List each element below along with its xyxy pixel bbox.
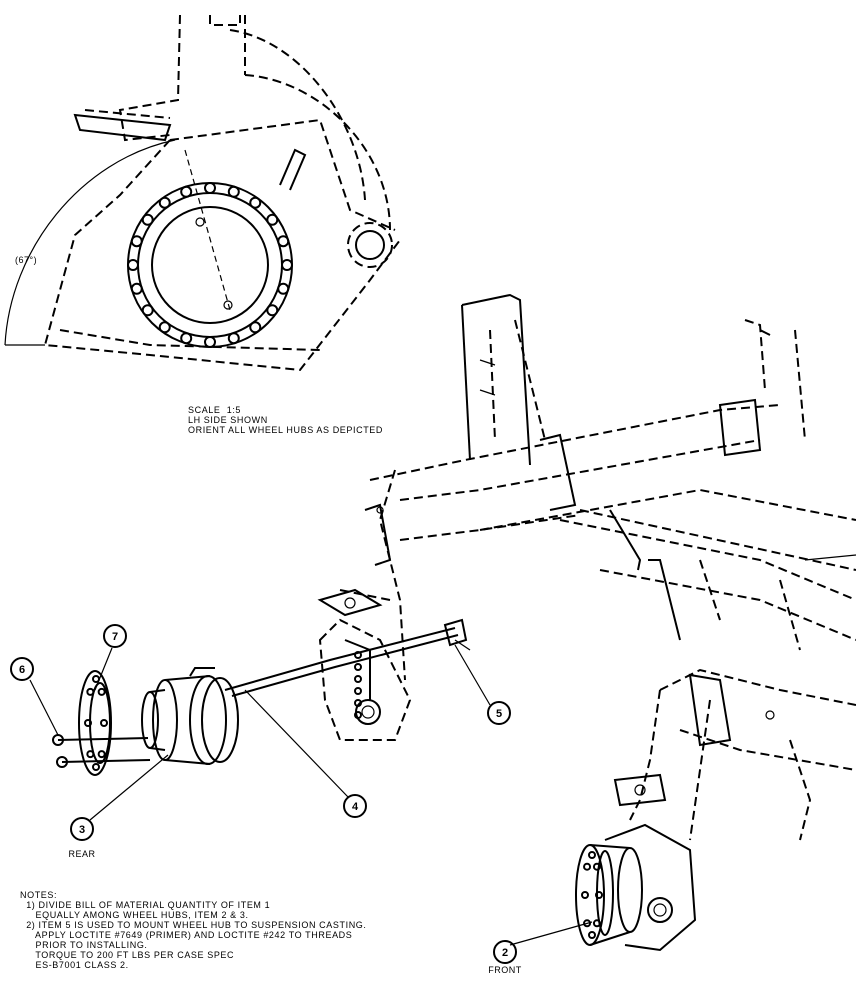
bolt-hole (180, 185, 193, 198)
detail-scale: SCALE 1:5 (188, 405, 242, 415)
bolt-hole (158, 321, 171, 334)
bolt-hole (277, 235, 290, 248)
callout-3-label: REAR (68, 849, 95, 859)
note-line: ES-B7001 CLASS 2. (20, 960, 129, 970)
note-line: 1) DIVIDE BILL OF MATERIAL QUANTITY OF I… (20, 900, 271, 910)
callout-5: 5 (487, 701, 511, 725)
front-wheel-hub (575, 844, 643, 946)
bolt-hole (249, 196, 262, 209)
callout-2: 2 FRONT (488, 940, 522, 975)
note-line: EQUALLY AMONG WHEEL HUBS, ITEM 2 & 3. (20, 910, 249, 920)
casting-stud (354, 675, 362, 683)
note-line: 2) ITEM 5 IS USED TO MOUNT WHEEL HUB TO … (20, 920, 367, 930)
flange-studs (84, 675, 108, 771)
bolt-hole (227, 185, 240, 198)
bolt-hole (266, 213, 279, 226)
svg-text:2: 2 (502, 947, 508, 959)
hub-stud (581, 891, 589, 899)
notes-heading: NOTES: (20, 890, 58, 900)
callout-7: 7 (103, 624, 127, 648)
casting-stud (354, 687, 362, 695)
bolt-hole (281, 259, 293, 271)
note-line: APPLY LOCTITE #7649 (PRIMER) AND LOCTITE… (20, 930, 353, 940)
svg-text:7: 7 (112, 631, 118, 643)
bolt-hole (127, 259, 139, 271)
bolt-hole (130, 282, 143, 295)
flange-stud (97, 750, 106, 759)
callout-4: 4 (343, 794, 367, 818)
flange-stud (84, 719, 92, 727)
casting-stud (354, 699, 362, 707)
bolt-hole (227, 332, 240, 345)
svg-text:6: 6 (19, 664, 25, 676)
note-line: TORQUE TO 200 FT LBS PER CASE SPEC (20, 950, 235, 960)
bolt-hole (277, 282, 290, 295)
bolt-hole (141, 213, 154, 226)
casting-stud (354, 663, 362, 671)
casting-stud (354, 711, 362, 719)
frame-assembly (317, 293, 856, 952)
flange-stud (86, 687, 95, 696)
callout-leaders (29, 644, 593, 946)
callout-3: 3 REAR (68, 817, 95, 859)
rear-casting-studs (354, 651, 362, 719)
hub-stud (583, 919, 592, 928)
svg-text:5: 5 (496, 708, 502, 720)
detail-side: LH SIDE SHOWN (188, 415, 268, 425)
hub-stud (588, 931, 596, 939)
svg-text:4: 4 (352, 801, 359, 813)
svg-text:3: 3 (79, 824, 85, 836)
flange-stud (92, 763, 100, 771)
hub-stud (588, 851, 596, 859)
hub-stud (583, 862, 592, 871)
bolt-hole (249, 321, 262, 334)
front-hub-studs (581, 851, 603, 939)
bolt-hole (141, 304, 154, 317)
bolt-hole (204, 336, 216, 348)
hub-stud (595, 891, 603, 899)
sensor-harness (224, 618, 471, 697)
callout-2-label: FRONT (488, 965, 522, 975)
hub-stud (592, 862, 601, 871)
bolt-holes (127, 182, 293, 348)
hub-stud (592, 919, 601, 928)
flange-stud (86, 750, 95, 759)
bolt-hole (266, 304, 279, 317)
bolt-hole (130, 235, 143, 248)
detail-view-wheel-hub (4, 14, 401, 372)
flange-stud (97, 687, 106, 696)
bolt-hole (204, 182, 216, 194)
detail-orient: ORIENT ALL WHEEL HUBS AS DEPICTED (188, 425, 384, 435)
bolt-hole (180, 332, 193, 345)
callout-6: 6 (10, 657, 34, 681)
rear-wheel-hub (52, 667, 239, 776)
flange-stud (100, 719, 108, 727)
angle-label: (67°) (15, 255, 37, 265)
note-line: PRIOR TO INSTALLING. (20, 940, 148, 950)
bolt-hole (158, 196, 171, 209)
